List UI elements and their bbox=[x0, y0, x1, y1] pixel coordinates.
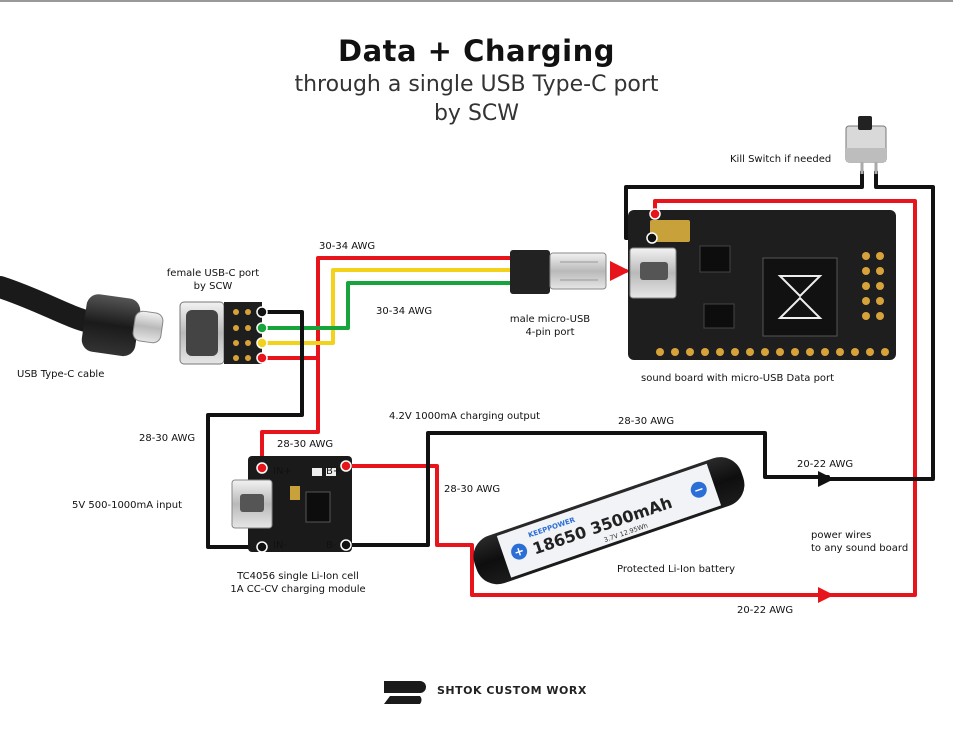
label-tc-1: TC4056 single Li-Ion cell bbox=[236, 571, 359, 582]
wire-red-bplus bbox=[344, 464, 830, 597]
wire-yellow-data bbox=[260, 268, 514, 345]
page-subtitle-line2: by SCW bbox=[433, 101, 520, 126]
tc4056-module: IN+ IN- B+ B- bbox=[231, 456, 352, 553]
label-usbc-port-2: by SCW bbox=[194, 281, 233, 292]
wire-red-5v bbox=[260, 356, 320, 470]
battery-plus-mark: + bbox=[512, 543, 526, 560]
label-usb-cable: USB Type-C cable bbox=[17, 369, 104, 380]
page-subtitle-line1: through a single USB Type-C port bbox=[294, 72, 659, 97]
wire-black-power bbox=[826, 170, 935, 481]
label-awg-left: 28-30 AWG bbox=[139, 433, 195, 444]
sound-board bbox=[628, 208, 896, 360]
label-input: 5V 500-1000mA input bbox=[72, 500, 182, 511]
kill-switch bbox=[845, 116, 887, 174]
pin-b-minus: B- bbox=[326, 540, 337, 551]
label-soundboard: sound board with micro-USB Data port bbox=[641, 373, 834, 384]
label-tc-2: 1A CC-CV charging module bbox=[230, 584, 365, 595]
label-charging-output: 4.2V 1000mA charging output bbox=[389, 411, 540, 422]
label-micro-usb-1: male micro-USB bbox=[510, 314, 590, 325]
micro-usb-connector bbox=[510, 250, 607, 294]
usb-c-cable bbox=[0, 276, 164, 357]
label-awg-tc-top: 28-30 AWG bbox=[277, 439, 333, 450]
label-awg-black-top: 28-30 AWG bbox=[618, 416, 674, 427]
wire-green-data bbox=[260, 281, 514, 330]
pin-b-plus: B+ bbox=[326, 466, 341, 477]
battery-minus-mark: − bbox=[692, 481, 706, 498]
arrow-red-power bbox=[818, 587, 834, 603]
wire-black-bminus bbox=[344, 431, 830, 547]
pin-in-minus: IN- bbox=[273, 540, 287, 551]
label-awg-top: 30-34 AWG bbox=[319, 241, 375, 252]
wires bbox=[206, 170, 935, 597]
label-awg-batt: 28-30 AWG bbox=[444, 484, 500, 495]
label-kill-switch: Kill Switch if needed bbox=[730, 154, 831, 165]
label-awg-power-red: 20-22 AWG bbox=[737, 605, 793, 616]
arrow-black-power bbox=[818, 471, 834, 487]
label-power-wires-1: power wires bbox=[811, 530, 871, 541]
label-awg-power-black: 20-22 AWG bbox=[797, 459, 853, 470]
wire-red-power bbox=[653, 199, 917, 597]
page-title: Data + Charging bbox=[338, 34, 615, 68]
wire-red-data bbox=[260, 256, 514, 360]
pin-in-plus: IN+ bbox=[273, 466, 292, 477]
label-awg-mid: 30-34 AWG bbox=[376, 306, 432, 317]
label-micro-usb-2: 4-pin port bbox=[525, 327, 574, 338]
usb-c-port bbox=[179, 301, 268, 365]
label-battery: Protected Li-Ion battery bbox=[617, 564, 735, 575]
brand-logo bbox=[384, 681, 426, 704]
brand-name: SHTOK CUSTOM WORX bbox=[437, 684, 587, 697]
wire-black-gnd-usbc bbox=[206, 310, 304, 549]
label-usbc-port-1: female USB-C port bbox=[167, 268, 260, 279]
label-power-wires-2: to any sound board bbox=[811, 543, 908, 554]
